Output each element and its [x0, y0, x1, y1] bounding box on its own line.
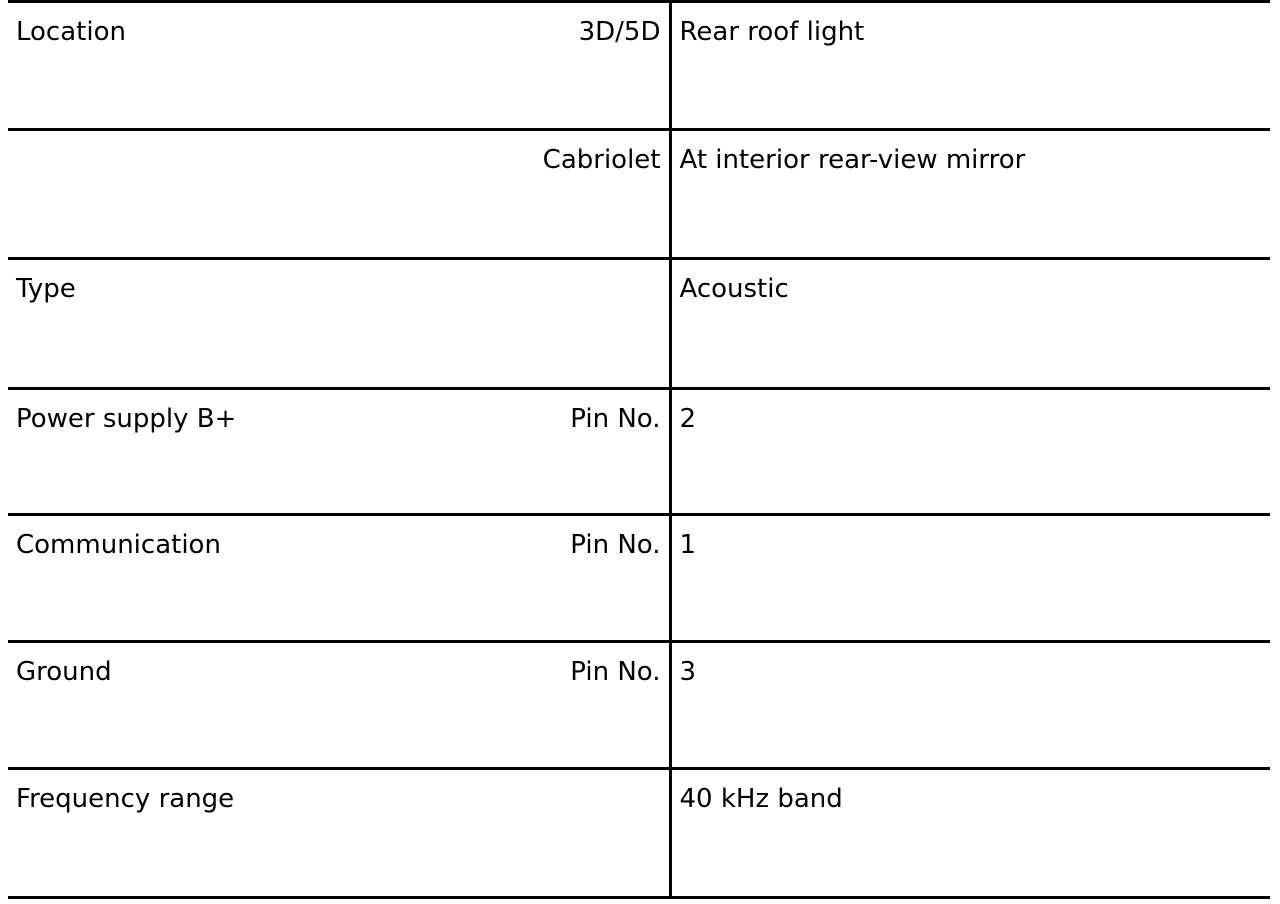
- table-row: Frequency range 40 kHz band: [8, 767, 1270, 899]
- row-label: Communication: [8, 513, 348, 642]
- row-value: At interior rear-view mirror: [668, 128, 1270, 259]
- row-label: Power supply B+: [8, 387, 348, 515]
- table-row: Location 3D/5D Rear roof light: [8, 0, 1270, 130]
- row-label: Location: [8, 0, 348, 130]
- row-value: 3: [668, 640, 1270, 769]
- row-value: Rear roof light: [668, 0, 1270, 130]
- row-qualifier: Cabriolet: [348, 128, 670, 259]
- row-value: Acoustic: [668, 257, 1270, 389]
- spec-table: Location 3D/5D Rear roof light Cabriolet…: [8, 0, 1270, 899]
- row-label: Frequency range: [8, 767, 348, 899]
- row-label: Type: [8, 257, 348, 389]
- row-qualifier: Pin No.: [348, 513, 670, 642]
- table-row: Power supply B+ Pin No. 2: [8, 387, 1270, 515]
- row-value: 2: [668, 387, 1270, 515]
- row-qualifier: Pin No.: [348, 387, 670, 515]
- row-qualifier: 3D/5D: [348, 0, 670, 130]
- table-row: Cabriolet At interior rear-view mirror: [8, 128, 1270, 259]
- table-row: Communication Pin No. 1: [8, 513, 1270, 642]
- row-value: 1: [668, 513, 1270, 642]
- row-value: 40 kHz band: [668, 767, 1270, 899]
- row-qualifier: Pin No.: [348, 640, 670, 769]
- table-row: Type Acoustic: [8, 257, 1270, 389]
- row-label: Ground: [8, 640, 348, 769]
- row-qualifier: [348, 767, 670, 899]
- row-qualifier: [348, 257, 670, 389]
- row-label: [8, 128, 348, 259]
- table-row: Ground Pin No. 3: [8, 640, 1270, 769]
